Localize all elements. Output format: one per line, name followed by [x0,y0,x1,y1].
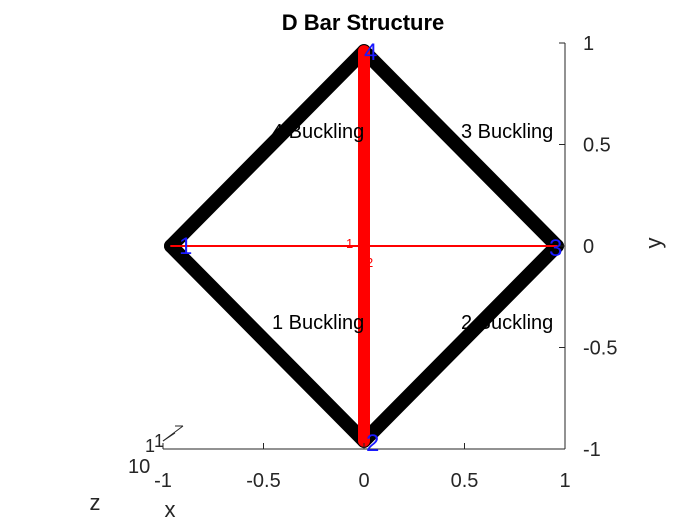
x-tick-label: -1 [154,470,172,492]
node-label-3: 3 [549,235,562,262]
bar-4-1 [164,44,371,253]
x-tick-label: 1 [559,470,570,492]
x-tick-label: -0.5 [246,470,280,492]
bar-label: 1 Buckling [272,312,364,334]
y-tick-label: -0.5 [583,338,617,360]
z-tick-label: 10 [128,456,150,478]
node-label-1: 1 [179,233,192,260]
center-bar-number: 1 [346,236,353,251]
y-axis-label: y [641,238,666,249]
bars-layer [164,44,564,448]
x-axis-label: x [165,497,176,522]
z-tick-label: 1 [145,436,155,456]
bar-label: 3 Buckling [461,121,553,143]
bar-label: 4 Buckling [272,121,364,143]
z-axis-stub [162,425,184,442]
z-axis-label: z [90,490,101,515]
chart-title: D Bar Structure [282,10,445,35]
bar-1-2 [164,239,371,448]
node-label-4: 4 [364,39,377,66]
y-tick-label: 0 [583,236,594,258]
x-tick-label: 0 [358,470,369,492]
bar-label: 2 Buckling [461,312,553,334]
y-tick-label: 1 [583,33,594,55]
bar-3-4 [357,44,564,253]
y-tick-label: -1 [583,439,601,461]
y-tick-label: 0.5 [583,135,611,157]
z-tick-label: 1 [154,431,164,451]
x-tick-label: 0.5 [451,470,479,492]
node-label-2: 2 [366,430,379,457]
axes-layer: -1 -0.5 0 0.5 1 1 0.5 0 -0.5 -1 [154,33,617,492]
bar-2-3 [357,239,564,448]
center-bar-number: 2 [366,255,373,270]
